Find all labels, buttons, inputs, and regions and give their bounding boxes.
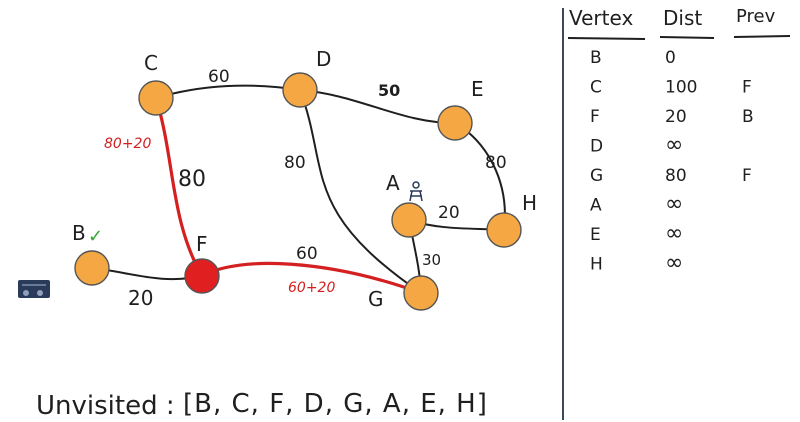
table-cell-dist: ∞ [665,133,683,158]
node-b [74,250,110,286]
node-label-a: A [386,171,400,195]
node-label-h: H [522,191,537,215]
table-cell-dist: ∞ [665,251,683,276]
node-label-c: C [144,51,158,75]
table-cell-dist: ∞ [665,221,683,246]
node-label-g: G [368,287,384,311]
edge-annotation-f-g: 60+20 [288,280,335,296]
table-header-prev: Prev [736,6,776,27]
edge-f-g [200,261,423,295]
edge-annotation-c-f: 80+20 [104,136,151,152]
table-cell-vertex: A [590,196,602,216]
node-label-e: E [471,77,484,101]
table-row: F 20 B [590,107,754,127]
graph-nodes [74,72,522,311]
edge-d-e [299,89,456,124]
table-row: C 100 F [590,78,752,98]
table-header-dist: Dist [663,6,702,30]
stick-figure-icon [409,181,423,202]
table-cell-vertex: H [590,255,603,275]
node-g [403,275,439,311]
graph-node-labels: B✓ C D E F G A H [72,47,537,311]
table-cell-dist: 0 [665,48,676,68]
edge-c-d [155,84,301,99]
table-row: H∞ [590,251,683,276]
edge-d-g [299,89,422,294]
edge-weight-a-g: 30 [422,251,441,269]
table-cell-dist: 20 [665,107,687,127]
edge-weight-d-g: 80 [284,153,306,173]
table-cell-dist: 80 [665,166,687,186]
unvisited-list: [B, C, F, D, G, A, E, H] [183,389,488,419]
table-cell-vertex: D [590,137,603,157]
table-cell-vertex: F [590,107,600,127]
table-cell-prev: F [742,166,752,186]
node-label-d: D [316,47,331,71]
table-cell-prev: B [742,107,754,127]
visited-check-icon: ✓ [88,226,103,247]
edge-weight-f-g: 60 [296,244,318,264]
table-header: Vertex Dist Prev [567,6,791,40]
table-cell-dist: 100 [665,78,697,98]
node-d [282,72,318,108]
node-c [138,80,174,116]
edge-weight-d-e: 50 [378,81,400,100]
table-cell-vertex: B [590,48,602,68]
node-h [486,212,522,248]
node-a [391,202,427,238]
node-label-f: F [196,232,208,256]
table-row: D∞ [590,133,683,158]
table-row: G 80 F [590,166,752,186]
table-cell-vertex: G [590,166,603,186]
scribble-icon [18,280,50,298]
edge-weight-e-h: 80 [485,153,507,173]
edge-weight-b-f: 20 [128,286,153,310]
unvisited-label: Unvisited : [36,391,175,421]
node-e [437,105,473,141]
edge-c-f [154,96,204,278]
edge-weight-c-f: 80 [178,167,206,192]
edge-weight-c-d: 60 [208,67,230,87]
table-cell-vertex: C [590,78,602,98]
table-header-vertex: Vertex [569,6,633,30]
table-cell-prev: F [742,78,752,98]
node-f [184,258,220,294]
table-row: A∞ [590,192,683,217]
table-cell-dist: ∞ [665,192,683,217]
table-cell-vertex: E [590,225,601,245]
graph-edge-weights: 20 80 80+20 60 50 80 60 60+20 80 20 30 [104,67,507,310]
node-label-b: B [72,221,86,245]
edge-weight-a-h: 20 [438,203,460,223]
table-row: E∞ [590,221,683,246]
